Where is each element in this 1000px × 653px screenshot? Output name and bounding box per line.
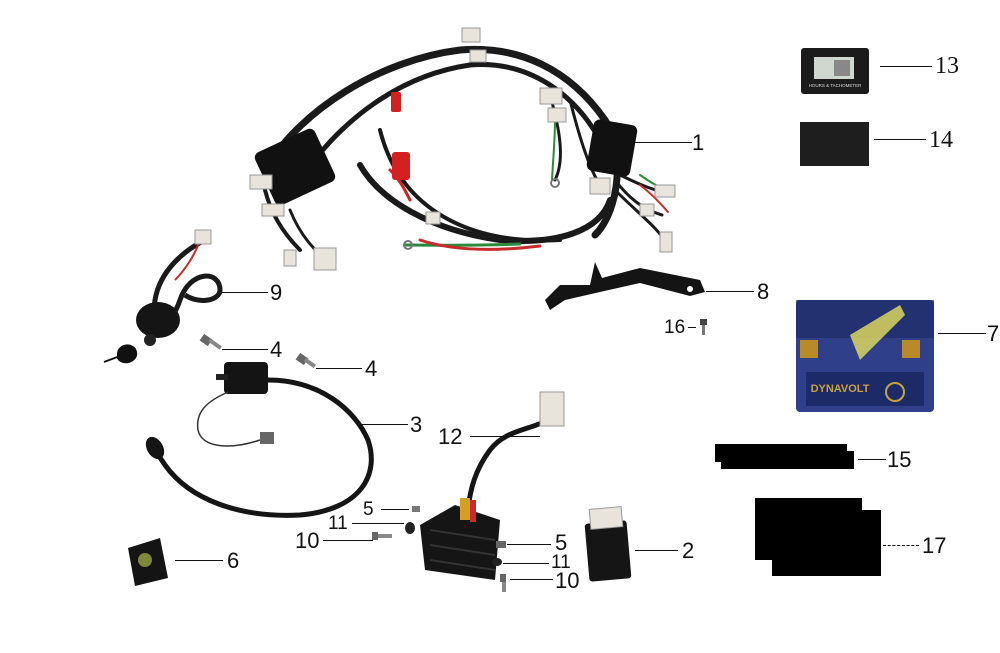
callout-2: 2 (682, 538, 695, 563)
callout-14: 14 (929, 127, 953, 153)
callout-11b: 11 (551, 552, 571, 573)
part-ignition-coil (145, 362, 374, 518)
callout-3: 3 (410, 412, 423, 437)
leader-16 (688, 327, 696, 328)
callout-4b: 4 (365, 356, 378, 381)
callout-10b: 10 (555, 568, 580, 593)
redacted-blocks (715, 444, 881, 576)
part-hour-meter: HOURS & TACHOMETER (801, 48, 869, 94)
leader-13 (880, 66, 932, 67)
leader-9 (222, 292, 268, 293)
part-small-hardware (372, 506, 506, 592)
leader-2 (635, 550, 678, 551)
callout-16: 16 (664, 317, 686, 338)
callout-5b: 5 (555, 530, 568, 555)
part-relay (584, 506, 632, 582)
leader-8 (706, 291, 754, 292)
callout-4a: 4 (270, 337, 283, 362)
callout-11a: 11 (328, 513, 348, 534)
callout-5a: 5 (363, 499, 374, 520)
part-small-screw (700, 319, 707, 335)
leader-15 (858, 459, 886, 460)
harness-connectors (249, 27, 676, 271)
leader-5b (507, 544, 551, 545)
part-bolt-a (199, 333, 222, 350)
battery-brand: DYNAVOLT (811, 383, 870, 395)
part-battery: DYNAVOLT (796, 300, 934, 412)
leader-11b (503, 563, 549, 564)
leader-12 (470, 436, 540, 437)
leader-6 (175, 560, 223, 561)
leader-3 (362, 424, 408, 425)
callout-12: 12 (438, 424, 463, 449)
callout-17: 17 (922, 533, 947, 558)
leader-4b (316, 368, 362, 369)
leader-7 (938, 333, 986, 334)
callout-10a: 10 (295, 528, 320, 553)
leader-17 (883, 545, 919, 546)
part-pad (800, 122, 869, 166)
callout-15: 15 (887, 447, 912, 472)
meter-caption: HOURS & TACHOMETER (809, 83, 863, 88)
leader-10a (323, 540, 373, 541)
callout-8: 8 (757, 279, 770, 304)
part-bolt-b (295, 352, 317, 369)
callout-13: 13 (935, 53, 959, 79)
leader-4a (222, 349, 268, 350)
part-bracket (545, 262, 705, 310)
leader-1 (634, 142, 692, 143)
part-regulator (420, 391, 565, 580)
leader-14 (874, 139, 926, 140)
part-cap (128, 538, 168, 586)
callout-7: 7 (987, 321, 1000, 346)
callout-9: 9 (270, 280, 283, 305)
callout-1: 1 (692, 130, 705, 155)
callout-6: 6 (227, 548, 240, 573)
leader-5a (381, 509, 409, 510)
part-ignition-switch (103, 229, 223, 364)
leader-11a (352, 523, 404, 524)
leader-10b (510, 579, 553, 580)
